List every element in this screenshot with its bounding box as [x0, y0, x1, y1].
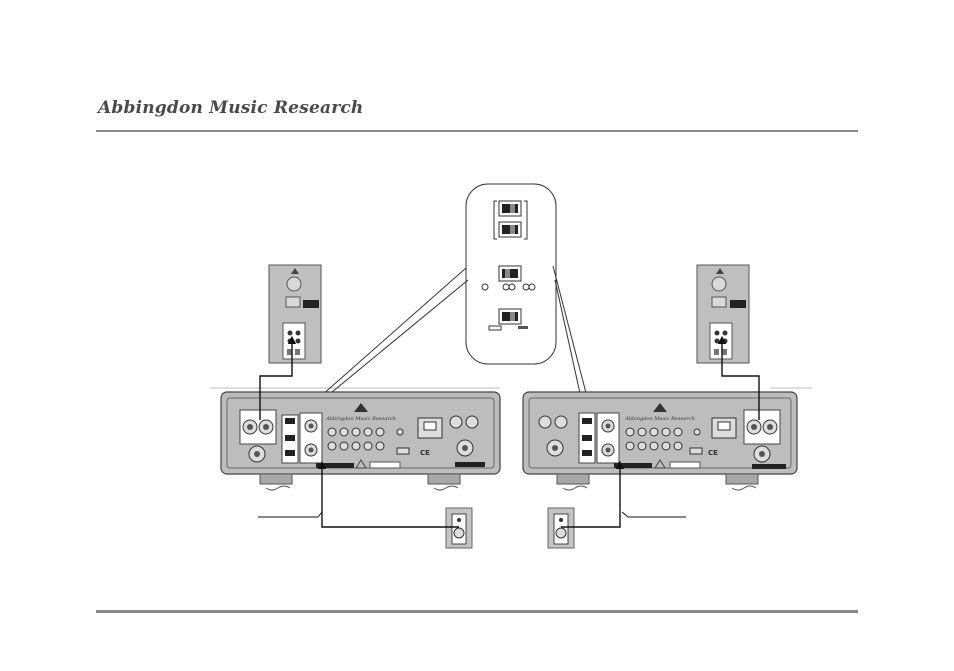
- source-connector-right: [548, 508, 574, 548]
- ce-mark-left: CE: [420, 449, 430, 457]
- source-connector-left: [446, 508, 472, 548]
- ce-mark-right: CE: [708, 449, 718, 457]
- amplifier-right: Abbingdon Music Research CE: [523, 392, 797, 490]
- amp-left-brand: Abbingdon Music Research: [325, 416, 396, 422]
- speaker-right: [697, 265, 749, 363]
- switch-detail-callout: [292, 184, 592, 425]
- speaker-left: [269, 265, 321, 363]
- footer-rule: [96, 610, 858, 613]
- amp-right-brand: Abbingdon Music Research: [624, 416, 695, 422]
- amplifier-left: Abbingdon Music Research CE: [221, 392, 500, 490]
